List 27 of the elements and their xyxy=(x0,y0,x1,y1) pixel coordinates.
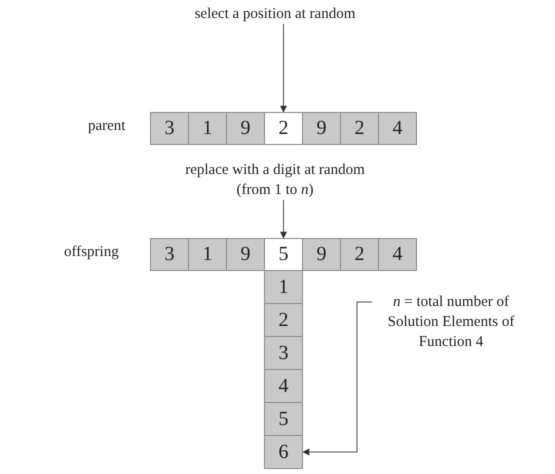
digit-cell: 2 xyxy=(264,112,303,145)
digit-cell: 4 xyxy=(264,369,303,403)
digit-cell: 9 xyxy=(226,112,265,145)
digit-cell: 4 xyxy=(378,238,417,271)
row-label: offspring xyxy=(64,244,119,261)
annotation-text: select a position at random xyxy=(175,4,375,24)
digit-cell: 4 xyxy=(378,112,417,145)
digit-cell: 5 xyxy=(264,402,303,436)
digit-cell: 9 xyxy=(302,112,341,145)
digit-cell: 3 xyxy=(150,238,189,271)
digit-cell: 9 xyxy=(302,238,341,271)
digit-cell: 1 xyxy=(264,270,303,304)
digit-cell: 1 xyxy=(188,112,227,145)
annotation-text: n = total number of Solution Elements of Function 4 xyxy=(372,292,530,352)
digit-cell: 6 xyxy=(264,435,303,469)
row-label: parent xyxy=(88,118,126,135)
annotation-text: replace with a digit at random (from 1 to n) xyxy=(185,160,365,200)
arrow xyxy=(302,302,372,456)
arrow xyxy=(280,24,287,113)
digit-cell: 3 xyxy=(264,336,303,370)
digit-cell: 2 xyxy=(340,112,379,145)
digit-cell: 3 xyxy=(150,112,189,145)
digit-cell: 2 xyxy=(340,238,379,271)
digit-cell: 9 xyxy=(226,238,265,271)
digit-cell: 2 xyxy=(264,303,303,337)
digit-cell: 1 xyxy=(188,238,227,271)
arrow xyxy=(280,200,287,239)
